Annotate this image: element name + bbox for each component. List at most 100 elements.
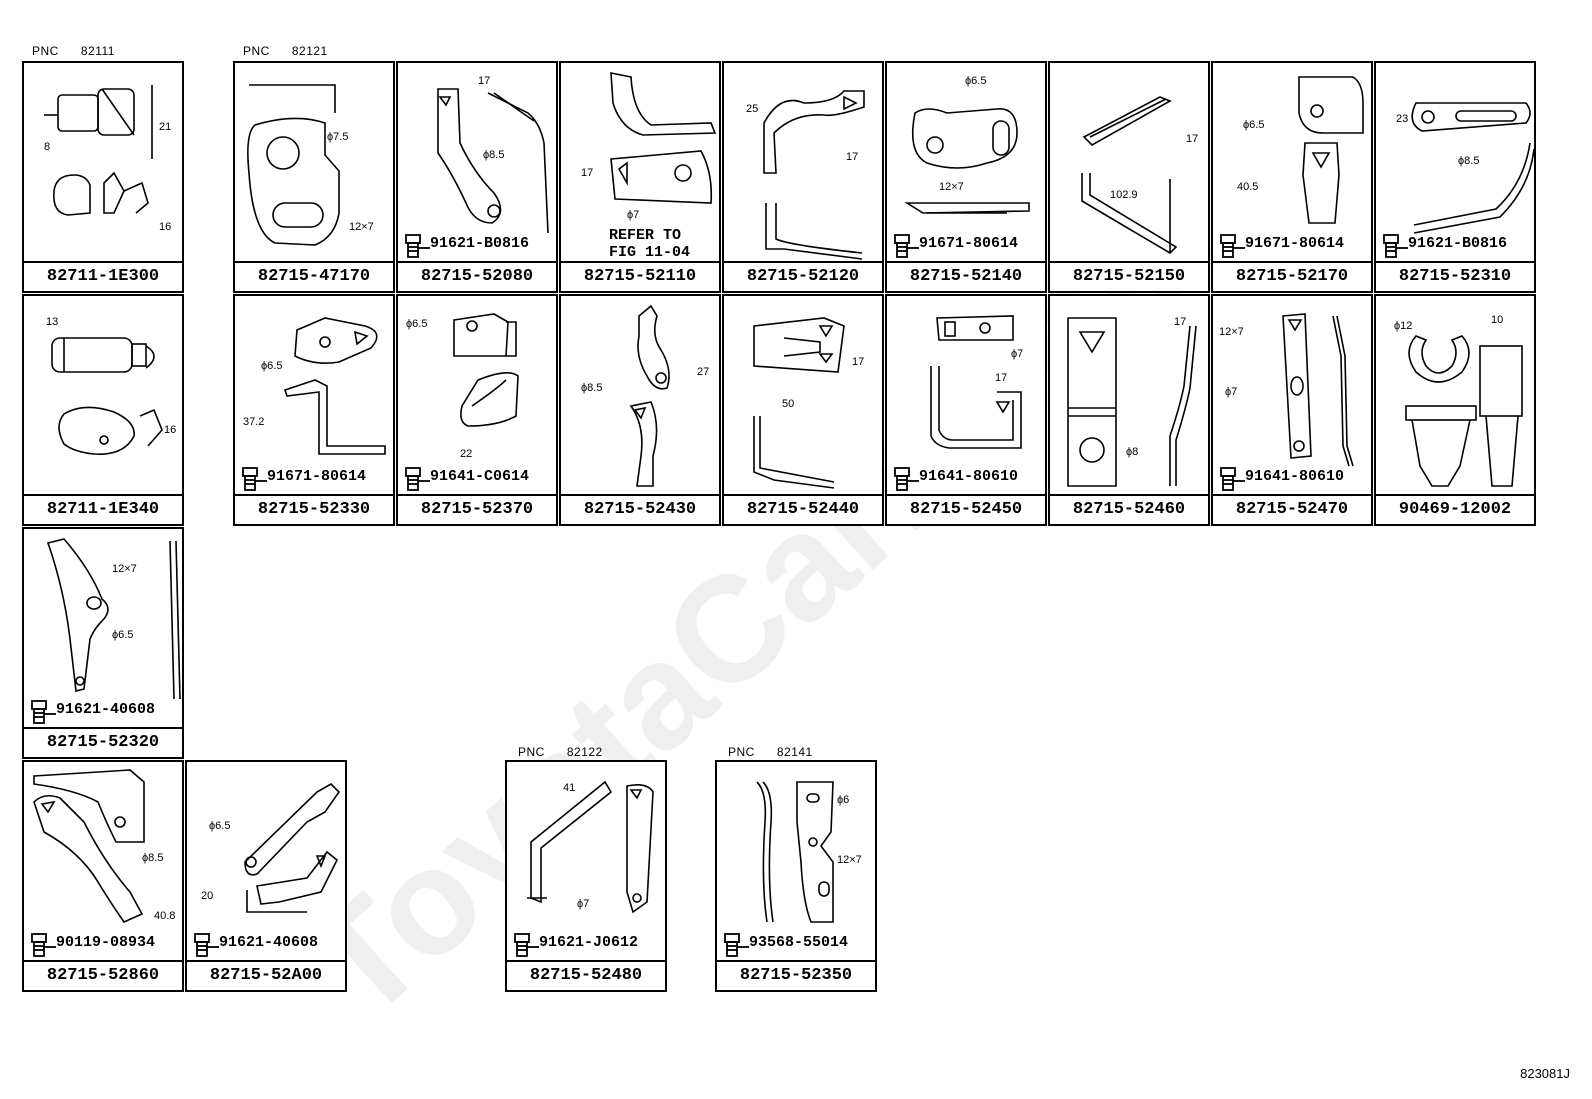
dimension-label: 12×7 bbox=[1219, 326, 1244, 338]
dimension-label: ϕ8.5 bbox=[483, 149, 505, 161]
bolt-part-number[interactable]: 90119-08934 bbox=[56, 934, 156, 951]
dimension-label: ϕ6.5 bbox=[1243, 119, 1265, 131]
bolt-part-number[interactable]: 91671-80614 bbox=[1245, 235, 1345, 252]
bolt-part-number[interactable]: 91621-40608 bbox=[219, 934, 319, 951]
part-number[interactable]: 82715-52320 bbox=[24, 727, 182, 757]
bolt-icon bbox=[31, 700, 56, 724]
dimension-label: 25 bbox=[746, 103, 759, 115]
dimension-label: ϕ8 bbox=[1126, 446, 1139, 458]
part-cell[interactable]: 12×7 ϕ7 91641-80610 82715-52470 bbox=[1211, 294, 1373, 526]
part-illustration bbox=[610, 72, 717, 204]
part-illustration bbox=[453, 313, 519, 427]
part-illustration bbox=[46, 538, 181, 700]
bolt-icon bbox=[1220, 467, 1245, 491]
bolt-part-number[interactable]: 91671-80614 bbox=[267, 468, 367, 485]
part-number[interactable]: 90469-12002 bbox=[1376, 494, 1534, 524]
part-number[interactable]: 82715-52450 bbox=[887, 494, 1045, 524]
part-number[interactable]: 82715-52470 bbox=[1213, 494, 1371, 524]
part-number[interactable]: 82711-1E300 bbox=[24, 261, 182, 291]
bolt-icon bbox=[1219, 233, 1245, 259]
pnc-number: 82121 bbox=[291, 44, 328, 58]
part-cell[interactable]: 17 102.9 82715-52150 bbox=[1048, 61, 1210, 293]
part-illustration bbox=[930, 315, 1022, 449]
bolt-part-number[interactable]: 91641-80610 bbox=[1245, 468, 1345, 485]
dimension-label: ϕ8.5 bbox=[1458, 155, 1480, 167]
part-illustration bbox=[527, 780, 654, 914]
bolt-icon bbox=[1382, 233, 1408, 259]
part-number[interactable]: 82715-52330 bbox=[235, 494, 393, 524]
part-number[interactable]: 82715-52460 bbox=[1050, 494, 1208, 524]
dimension-label: 17 bbox=[995, 372, 1008, 384]
part-number[interactable]: 82715-52860 bbox=[24, 960, 182, 990]
part-number[interactable]: 82715-52120 bbox=[724, 261, 882, 291]
dimension-label: ϕ7 bbox=[577, 898, 590, 910]
bolt-part-number[interactable]: 91621-B0816 bbox=[1408, 235, 1508, 252]
bolt-part-number[interactable]: 91621-40608 bbox=[56, 701, 156, 718]
part-illustration bbox=[437, 88, 549, 234]
dimension-label: 10 bbox=[1491, 314, 1504, 326]
bolt-part-number[interactable]: 93568-55014 bbox=[749, 934, 849, 951]
part-number[interactable]: 82715-52310 bbox=[1376, 261, 1534, 291]
dimension-label: 13 bbox=[46, 316, 59, 328]
part-illustration bbox=[51, 337, 163, 455]
dimension-label: 50 bbox=[782, 398, 795, 410]
part-illustration bbox=[1282, 313, 1354, 467]
bolt-part-number[interactable]: 91621-B0816 bbox=[430, 235, 530, 252]
part-number[interactable]: 82715-52430 bbox=[561, 494, 719, 524]
bolt-part-number[interactable]: 91671-80614 bbox=[919, 235, 1019, 252]
part-number[interactable]: 82715-52150 bbox=[1050, 261, 1208, 291]
bolt-icon bbox=[242, 467, 267, 491]
bolt-icon bbox=[194, 933, 219, 957]
part-number[interactable]: 82715-52080 bbox=[398, 261, 556, 291]
bolt-part-number[interactable]: 91621-J0612 bbox=[539, 934, 639, 951]
part-illustration bbox=[1298, 76, 1364, 224]
dimension-label: 17 bbox=[1186, 133, 1199, 145]
part-number[interactable]: 82715-52110 bbox=[561, 261, 719, 291]
part-number[interactable]: 82715-52440 bbox=[724, 494, 882, 524]
dimension-label: 21 bbox=[159, 121, 172, 133]
part-illustration bbox=[629, 304, 670, 487]
dimension-label: 102.9 bbox=[1110, 189, 1138, 201]
part-number[interactable]: 82715-52350 bbox=[717, 960, 875, 990]
part-number[interactable]: 82715-47170 bbox=[235, 261, 393, 291]
part-number[interactable]: 82715-52170 bbox=[1213, 261, 1371, 291]
bolt-part-number[interactable]: 91641-80610 bbox=[919, 468, 1019, 485]
bolt-icon bbox=[724, 933, 749, 957]
part-number[interactable]: 82715-52480 bbox=[507, 960, 665, 990]
part-number[interactable]: 82715-52A00 bbox=[187, 960, 345, 990]
part-cell[interactable]: ϕ6.5 40.5 91671-80614 82715-52170 bbox=[1211, 61, 1373, 293]
part-number[interactable]: 82715-52370 bbox=[398, 494, 556, 524]
pnc-number: 82122 bbox=[566, 745, 603, 759]
bolt-part-number[interactable]: 91641-C0614 bbox=[430, 468, 530, 485]
dimension-label: 40.5 bbox=[1237, 181, 1259, 193]
bolt-icon bbox=[405, 234, 430, 258]
dimension-label: 12×7 bbox=[837, 854, 862, 866]
dimension-label: ϕ7 bbox=[1225, 386, 1238, 398]
reference-note-line: REFER TO bbox=[609, 227, 682, 244]
part-number[interactable]: 82711-1E340 bbox=[24, 494, 182, 524]
part-illustration bbox=[33, 769, 145, 923]
part-number[interactable]: 82715-52140 bbox=[887, 261, 1045, 291]
